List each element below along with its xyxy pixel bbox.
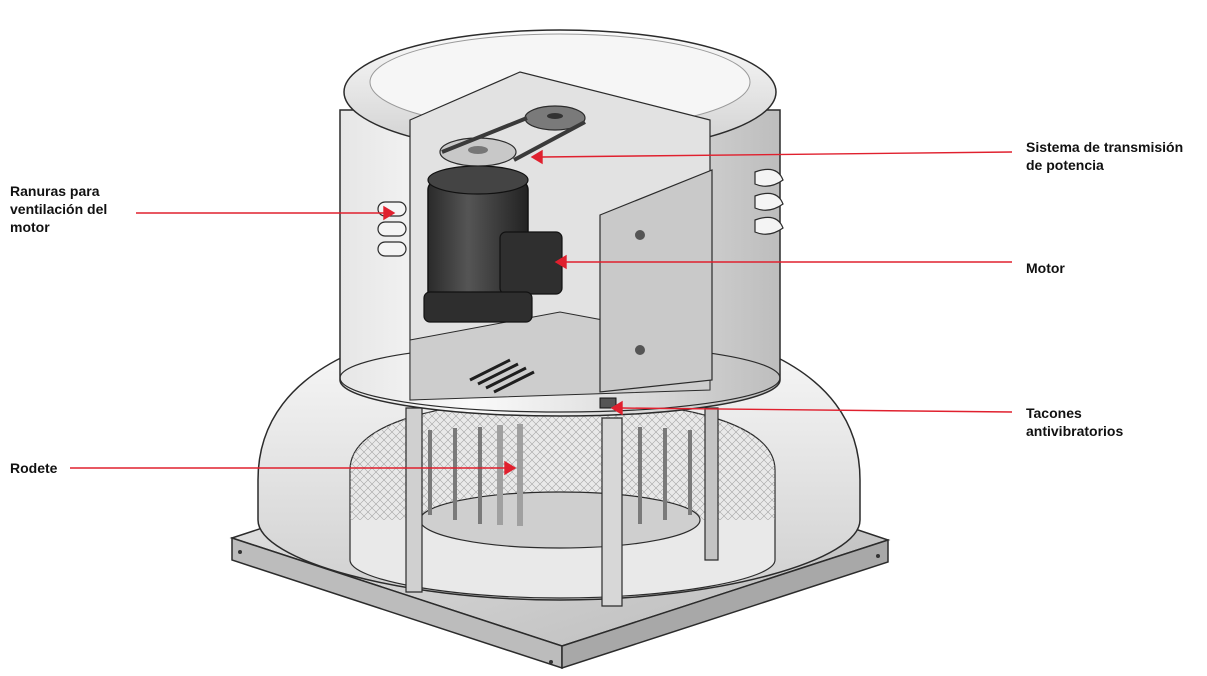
label-transmission: Sistema de transmisión de potencia <box>1026 138 1183 174</box>
housing-vent-slots-right <box>754 168 784 235</box>
label-motor: Motor <box>1026 259 1065 277</box>
label-anti-vibration-line-1: Tacones <box>1026 405 1082 421</box>
label-impeller-line-1: Rodete <box>10 460 58 476</box>
leader-lines <box>70 149 1013 476</box>
housing-vent-slots-left <box>377 201 407 257</box>
label-impeller: Rodete <box>10 459 57 477</box>
label-transmission-line-2: de potencia <box>1026 157 1104 173</box>
label-anti-vibration-line-2: antivibratorios <box>1026 423 1124 439</box>
label-motor-line-1: Motor <box>1026 260 1065 276</box>
leader-anti-vibration <box>621 407 1013 413</box>
impeller <box>419 424 701 549</box>
label-anti-vibration: Tacones antivibratorios <box>1026 404 1123 440</box>
label-ventilation-slots-line-2: ventilación del <box>10 201 108 217</box>
leader-transmission <box>541 151 1013 158</box>
label-ventilation-slots-line-1: Ranuras para <box>10 183 100 199</box>
label-ventilation-slots-line-3: motor <box>10 219 50 235</box>
anti-vibration-mount <box>599 397 617 409</box>
label-transmission-line-1: Sistema de transmisión <box>1026 139 1184 155</box>
motor-body <box>423 165 563 323</box>
label-ventilation-slots: Ranuras para ventilación del motor <box>10 182 107 236</box>
transmission-pulleys <box>439 105 586 167</box>
support-legs <box>405 407 719 607</box>
floor-vent-slots <box>469 358 535 394</box>
